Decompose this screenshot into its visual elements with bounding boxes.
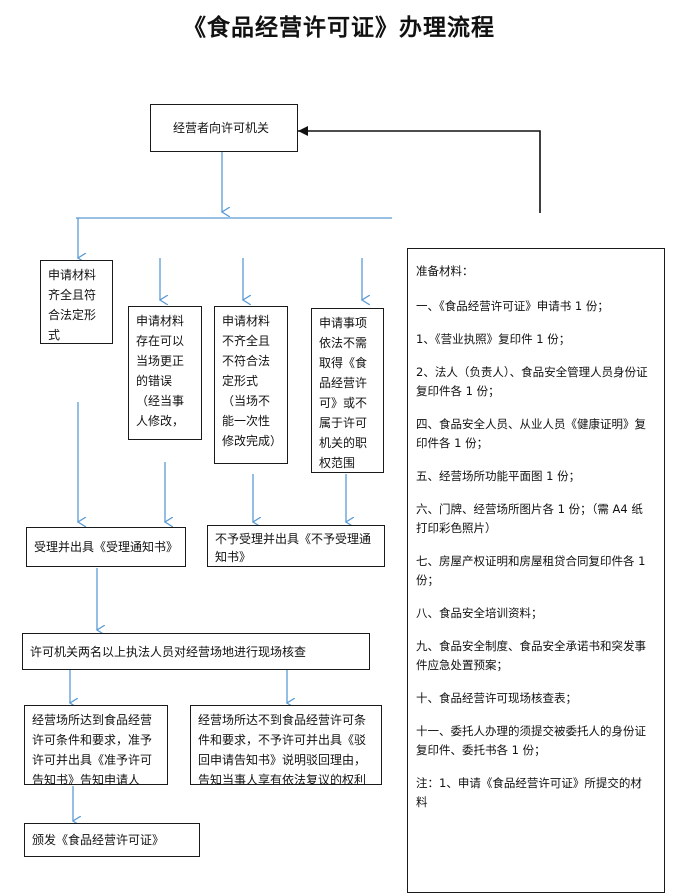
node-deny-label: 经营场所达不到食品经营许可条件和要求，不予许可并出具《驳回申请告知书》说明驳回理… bbox=[198, 713, 367, 785]
materials-item: 七、房屋产权证明和房屋租贷合同复印件各 1 份； bbox=[416, 554, 646, 587]
node-incomplete-label: 申请材料不齐全且不符合法定形式（当场不能一次性修改完成） bbox=[222, 314, 283, 448]
page-title: 《食品经营许可证》办理流程 bbox=[183, 15, 495, 41]
materials-item: 十、食品经营许可现场核查表； bbox=[416, 691, 577, 705]
materials-list: 一、《食品经营许可证》申请书 1 份； 1、《营业执照》复印件 1 份； 2、法… bbox=[416, 297, 652, 760]
node-inspect-label: 许可机关两名以上执法人员对经营场地进行现场核查 bbox=[30, 644, 307, 659]
materials-item: 八、食品安全培训资料； bbox=[416, 606, 543, 620]
node-incomplete: 申请材料不齐全且不符合法定形式（当场不能一次性修改完成） bbox=[214, 306, 288, 464]
node-not-required: 申请事项依法不需取得《食品经营许可》或不属于许可机关的职权范围 bbox=[311, 308, 384, 473]
node-issue-label: 颁发《食品经营许可证》 bbox=[32, 833, 165, 847]
node-deny: 经营场所达不到食品经营许可条件和要求，不予许可并出具《驳回申请告知书》说明驳回理… bbox=[190, 705, 382, 785]
materials-note: 注：1、申请《食品经营许可证》所提交的材料 bbox=[416, 776, 642, 809]
node-inspect: 许可机关两名以上执法人员对经营场地进行现场核查 bbox=[22, 633, 370, 670]
materials-item: 四、食品安全人员、从业人员《健康证明》复印件各 1 份； bbox=[416, 417, 646, 450]
node-correctable-label: 申请材料存在可以当场更正的错误（经当事人修改， bbox=[136, 314, 185, 428]
materials-item: 2、法人（负责人）、食品安全管理人员身份证复印件各 1 份； bbox=[416, 365, 648, 398]
materials-panel: 准备材料： 一、《食品经营许可证》申请书 1 份； 1、《营业执照》复印件 1 … bbox=[407, 248, 665, 893]
node-correctable: 申请材料存在可以当场更正的错误（经当事人修改， bbox=[128, 306, 202, 440]
materials-item: 十一、委托人办理的须提交被委托人的身份证复印件、委托书各 1 份； bbox=[416, 724, 646, 757]
materials-item: 1、《营业执照》复印件 1 份； bbox=[416, 332, 571, 346]
node-approve-label: 经营场所达到食品经营许可条件和要求，准予许可并出具《准予许可告知书》告知申请人 bbox=[32, 713, 153, 785]
node-issue: 颁发《食品经营许可证》 bbox=[24, 823, 200, 857]
node-apply-label: 经营者向许可机关 bbox=[173, 121, 270, 135]
node-reject-label: 不予受理并出具《不予受理通知书》 bbox=[215, 532, 372, 564]
node-complete: 申请材料齐全且符合法定形式 bbox=[40, 260, 113, 344]
node-not-required-label: 申请事项依法不需取得《食品经营许可》或不属于许可机关的职权范围 bbox=[319, 316, 368, 470]
arrow-materials-to-apply bbox=[298, 126, 541, 213]
node-apply: 经营者向许可机关 bbox=[150, 104, 298, 152]
node-approve: 经营场所达到食品经营许可条件和要求，准予许可并出具《准予许可告知书》告知申请人 bbox=[24, 705, 168, 785]
node-complete-label: 申请材料齐全且符合法定形式 bbox=[48, 268, 97, 342]
node-reject: 不予受理并出具《不予受理通知书》 bbox=[207, 525, 385, 567]
materials-item: 一、《食品经营许可证》申请书 1 份； bbox=[416, 299, 609, 313]
materials-item: 五、经营场所功能平面图 1 份； bbox=[416, 469, 581, 483]
node-accept: 受理并出具《受理通知书》 bbox=[26, 527, 186, 567]
materials-heading: 准备材料： bbox=[416, 264, 474, 278]
materials-item: 六、门牌、经营场所图片各 1 份；（需 A4 纸打印彩色照片） bbox=[416, 502, 643, 535]
materials-item: 九、食品安全制度、食品安全承诺书和突发事件应急处置预案； bbox=[416, 639, 646, 672]
node-accept-label: 受理并出具《受理通知书》 bbox=[34, 540, 179, 554]
